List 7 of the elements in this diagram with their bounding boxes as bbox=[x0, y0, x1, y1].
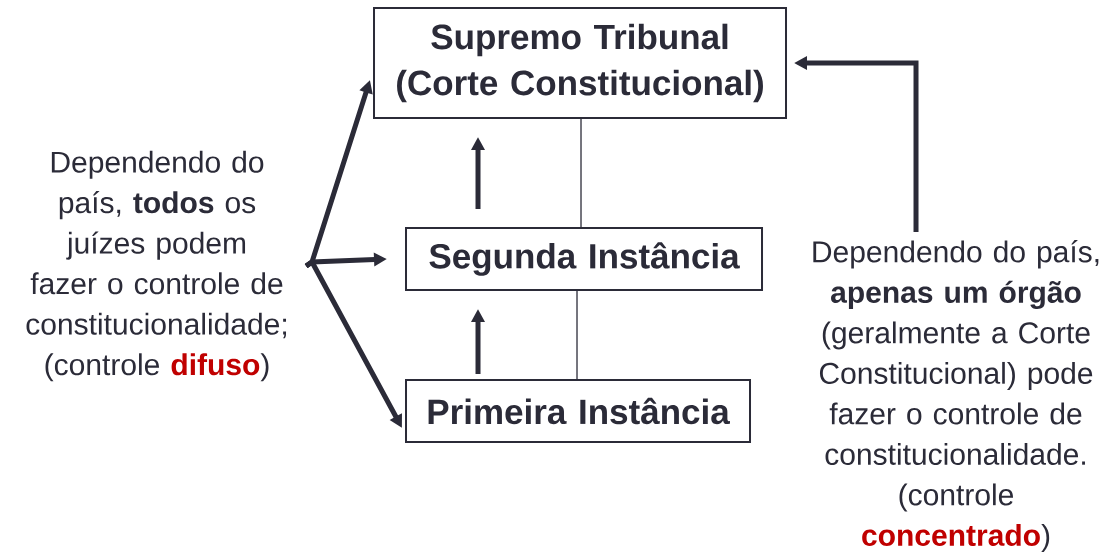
annotation-text: Dependendo do país, apenas um órgão (geralmente a Corte Constitucional) pode fazer o controle de constitucionalidade. (controle concentrado) bbox=[813, 240, 1099, 552]
annotation-text: Dependendo do país, todos os juízes podem fazer o controle de constitucionalidade; (controle difuso) bbox=[26, 150, 286, 382]
connector-line bbox=[580, 118, 582, 228]
court-box: Primeira Instância bbox=[405, 379, 751, 443]
court-box: Supremo Tribunal (Corte Constitucional) bbox=[373, 7, 787, 119]
court-box: Segunda Instância bbox=[405, 227, 763, 291]
connector-line bbox=[576, 290, 578, 380]
